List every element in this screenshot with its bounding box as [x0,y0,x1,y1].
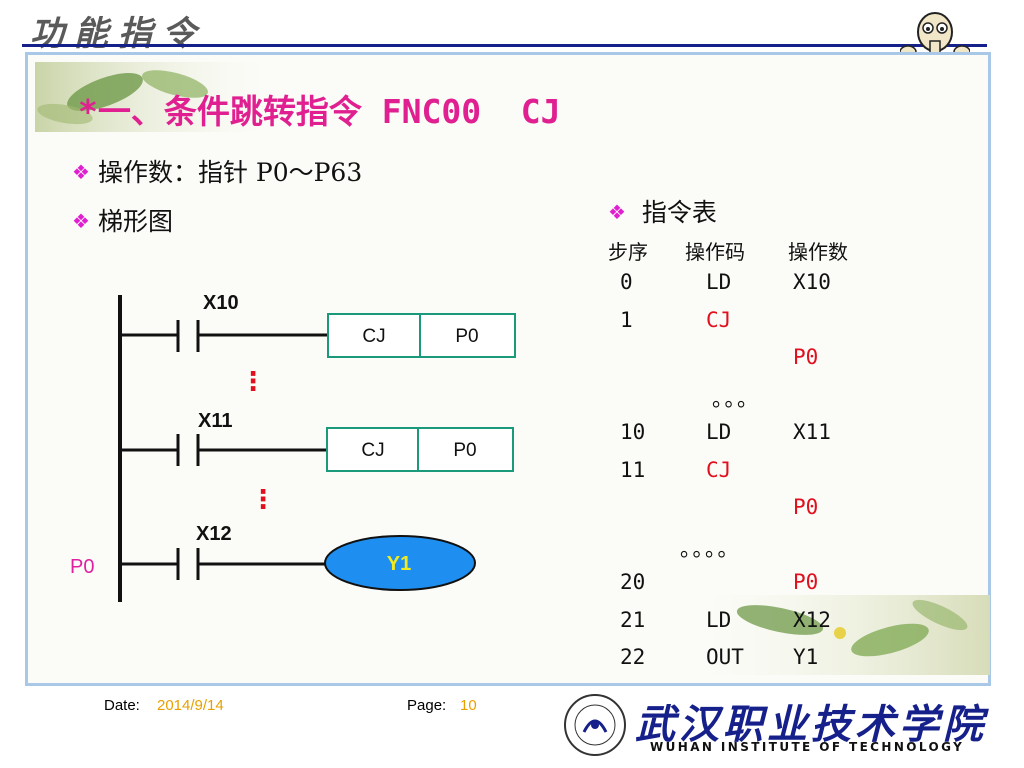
table-cell-step: 0 [620,270,633,294]
slide-frame [25,52,991,686]
header-title: 功能指令 [30,14,206,54]
pointer-label: P0 [70,556,94,578]
table-cell-operand: P0 [793,345,819,369]
table-cell-step: 10 [620,420,646,444]
table-cell-operand: P0 [793,495,819,519]
slide-title: *一、条件跳转指令 FNC00 CJ [78,92,561,131]
school-name-cn: 武汉职业技术学院 [635,701,987,748]
table-ellipsis: 。。。。 [680,537,741,561]
table-cell-step: 21 [620,608,646,632]
output-coil [324,535,476,591]
contact-label: X10 [203,292,239,314]
contact-label: X11 [198,410,232,432]
table-cell-operand: X11 [793,420,831,444]
bullet-ladder-text: 梯形图 [97,207,173,236]
page-label: Page: [407,697,447,714]
diamond-bullet-icon: ❖ [72,209,90,233]
table-heading-text: 指令表 [641,198,717,227]
ladder-diagram: X10 CJ P0 ⋮ X11 CJ P0 ⋮ X12 Y1 P0 [70,292,516,602]
box-op: CJ [362,326,385,347]
coil-label: Y1 [387,553,411,575]
date-label: Date: [104,697,140,714]
table-cell-opcode: LD [706,608,732,632]
table-cell-opcode: CJ [706,308,732,332]
date-value: 2014/9/14 [157,697,224,714]
table-cell-step: 1 [620,308,633,332]
box-arg: P0 [453,440,476,461]
column-header-operand: 操作数 [788,240,848,264]
table-cell-operand: Y1 [793,645,819,669]
header-divider [22,44,987,47]
box-op: CJ [361,440,384,461]
school-seal-icon [564,694,626,756]
table-cell-operand: P0 [793,570,819,594]
column-header-opcode: 操作码 [685,240,745,264]
table-cell-operand: X10 [793,270,831,294]
table-cell-step: 11 [620,458,646,482]
column-header-step: 步序 [608,240,648,264]
table-cell-step: 20 [620,570,646,594]
diamond-bullet-icon: ❖ [608,200,626,224]
contact-label: X12 [196,523,232,545]
rung-1: X10 CJ P0 [120,292,516,358]
bullet-operand-text: 操作数：指针 P0～P63 [97,158,363,187]
rung-2: X11 CJ P0 [120,410,514,472]
table-cell-opcode: LD [706,270,732,294]
instruction-table-heading: ❖ 指令表 [608,193,717,229]
table-cell-opcode: LD [706,420,732,444]
cj-instruction-box [327,313,516,358]
table-cell-step: 22 [620,645,646,669]
box-arg: P0 [455,326,478,347]
diamond-bullet-icon: ❖ [72,160,90,184]
vertical-ellipsis: ⋮ [240,367,266,397]
page-number: 10 [460,697,477,714]
bullet-operand: ❖ 操作数：指针 P0～P63 [72,153,362,189]
table-cell-opcode: OUT [706,645,744,669]
cj-instruction-box [326,427,514,472]
table-cell-operand: X12 [793,608,831,632]
leaf-decoration-icon [35,62,275,132]
bullet-ladder: ❖ 梯形图 [72,202,173,238]
school-name-en: WUHAN INSTITUTE OF TECHNOLOGY [650,740,965,754]
rung-3: X12 Y1 [120,523,476,591]
table-cell-opcode: CJ [706,458,732,482]
leaf-decoration-icon [690,595,990,675]
vertical-ellipsis: ⋮ [250,485,276,515]
table-ellipsis: 。。。 [712,387,760,411]
